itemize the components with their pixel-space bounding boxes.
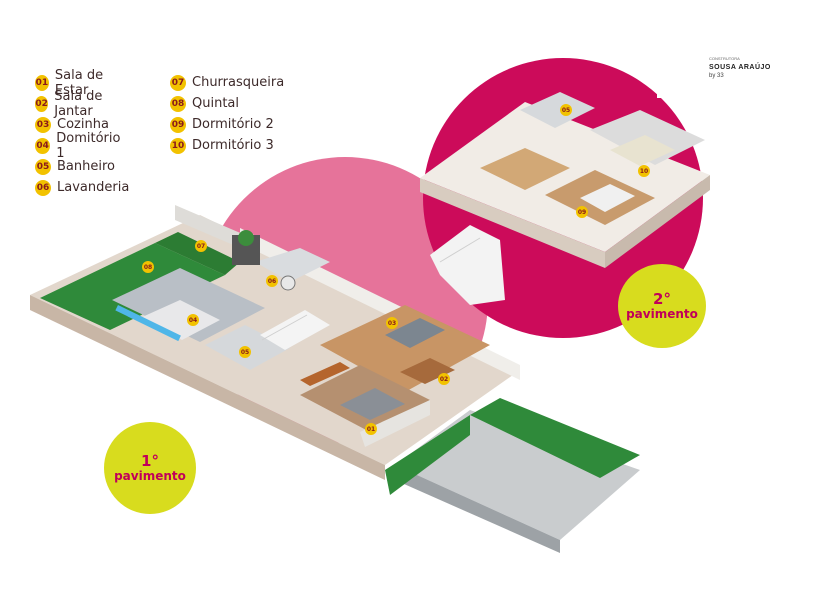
- company-logo: CONSTRUTORA SOUSA ARAÚJO by 33: [657, 28, 789, 98]
- legend-item: 09 Dormitório 2: [170, 114, 284, 135]
- window-glass: [115, 305, 181, 342]
- legend-label: Domitório 1: [56, 130, 121, 161]
- floor1-text: pavimento: [114, 469, 186, 483]
- washer: [280, 275, 296, 291]
- floor1-number: 1°: [141, 452, 159, 470]
- legend-label: Sala de Estar: [54, 67, 104, 98]
- tv-cabinet: [300, 362, 350, 386]
- floor2-slab-top: [420, 102, 710, 252]
- legend-number-badge: 03: [35, 116, 51, 133]
- floor2-model: [420, 92, 710, 305]
- legend-column-right: 07 Churrasqueira 08 Quintal 09 Dormitório 2…: [170, 72, 284, 156]
- floor2-stairs: [430, 225, 505, 305]
- legend-label: Dormitório 2: [192, 117, 274, 132]
- legend-number-badge: 10: [170, 137, 186, 154]
- legend-item: 06 Lavanderia: [35, 177, 129, 198]
- floor2-number: 2°: [653, 290, 671, 308]
- logo-tag: by 33: [709, 73, 724, 79]
- back-wall: [175, 205, 245, 250]
- floor2-bathroom: [520, 92, 595, 128]
- driveway-edge: [395, 465, 560, 553]
- room-badge-dormitorio1: 04: [187, 314, 199, 326]
- bed: [140, 300, 220, 340]
- legend-label: Banheiro: [57, 159, 115, 174]
- floor1-label: 1° pavimento: [104, 422, 196, 514]
- legend-number-badge: 07: [170, 74, 186, 91]
- room-badge-quintal: 08: [142, 261, 154, 273]
- hall-floor: [480, 148, 570, 190]
- legend-number-badge: 05: [35, 158, 51, 175]
- room-badge-sala-jantar: 02: [438, 373, 450, 385]
- legend-label: Quintal: [192, 96, 239, 111]
- logo-subtitle: CONSTRUTORA: [709, 56, 740, 61]
- room-badge-dormitorio3: 10: [638, 165, 650, 177]
- legend-column-left: 01 Sala de Estar 02 Sala de Jantar 03 Cozin…: [35, 68, 129, 198]
- stairs: [260, 310, 330, 350]
- legend-number-badge: 08: [170, 95, 186, 112]
- logo-brand: SOUSA ARAÚJO: [709, 64, 771, 71]
- legend-label: Cozinha: [57, 117, 109, 132]
- room-badge-churrasqueira: 07: [195, 240, 207, 252]
- dining-table: [400, 358, 455, 384]
- floor2-slab-side: [605, 175, 710, 268]
- room-badge-banheiro: 05: [239, 346, 251, 358]
- legend-number-badge: 01: [35, 74, 49, 91]
- legend-number-badge: 09: [170, 116, 186, 133]
- legend-label: Churrasqueira: [192, 75, 285, 90]
- floor2-slab-front: [420, 178, 605, 268]
- sofa: [340, 388, 405, 420]
- legend-item: 05 Banheiro: [35, 156, 129, 177]
- legend-item: 07 Churrasqueira: [170, 72, 284, 93]
- room-badge-lavanderia: 06: [266, 275, 278, 287]
- side-lawn: [470, 398, 640, 478]
- legend-number-badge: 02: [35, 95, 49, 112]
- legend-item: 04 Domitório 1: [35, 131, 129, 161]
- front-wall: [360, 400, 430, 447]
- backyard-lawn-edge: [155, 232, 240, 275]
- legend-item: 01 Sala de Estar: [35, 68, 129, 98]
- legend-label: Lavanderia: [57, 180, 130, 195]
- legend-item: 02 Sala de Jantar: [35, 89, 129, 119]
- laundry-floor: [255, 248, 330, 282]
- floor1-model: [30, 205, 640, 553]
- legend-item: 10 Dormitório 3: [170, 135, 284, 156]
- legend-item: 03 Cozinha: [35, 114, 129, 135]
- floor2-label: 2° pavimento: [618, 264, 706, 348]
- legend-label: Sala de Jantar: [54, 88, 103, 119]
- legend-label: Dormitório 3: [192, 138, 274, 153]
- backyard-lawn: [40, 243, 225, 330]
- legend-item: 08 Quintal: [170, 93, 284, 114]
- legend-number-badge: 06: [35, 179, 51, 196]
- legend-number-badge: 04: [35, 137, 51, 154]
- room-badge-cozinha: 03: [386, 317, 398, 329]
- room-badge-sala-estar: 01: [365, 423, 377, 435]
- slab-front: [30, 295, 385, 480]
- room-badge-dormitorio2: 09: [576, 206, 588, 218]
- front-lawn: [385, 415, 470, 495]
- bed3: [610, 135, 675, 166]
- counter: [385, 318, 445, 348]
- floor2-text: pavimento: [626, 307, 698, 321]
- bed2: [580, 184, 635, 212]
- room-badge-banheiro-2: 05: [560, 104, 572, 116]
- kitchen-floor: [320, 305, 490, 392]
